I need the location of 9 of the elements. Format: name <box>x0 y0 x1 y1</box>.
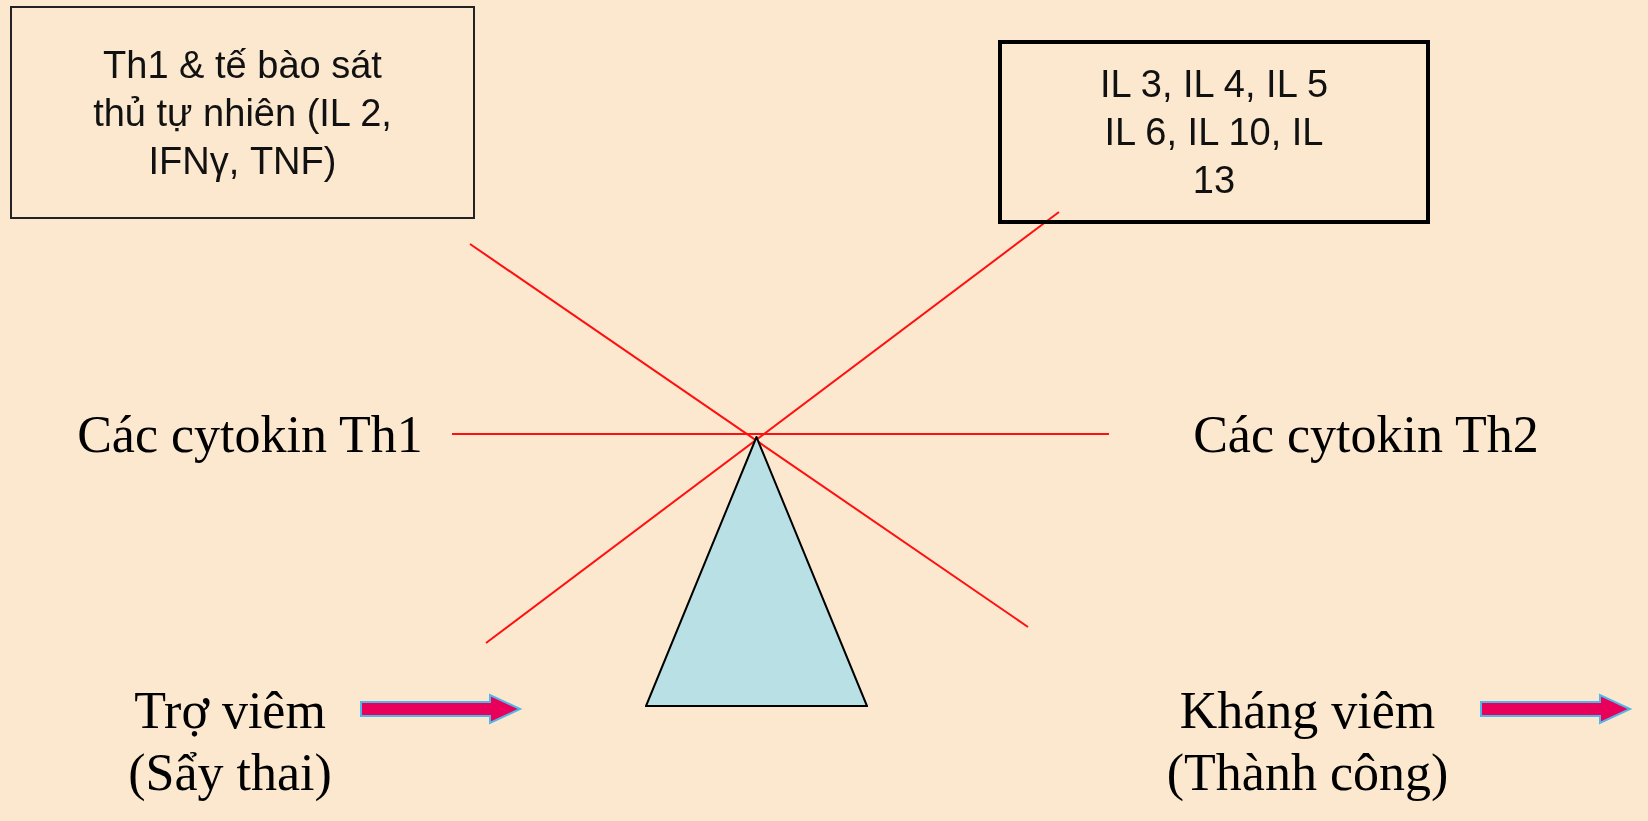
cytokine-box: Th1 & tế bào sát thủ tự nhiên (IL 2, IFNγ, TNF) <box>10 6 475 219</box>
outcome-label: Kháng viêm (Thành công) <box>1140 677 1475 807</box>
block-arrow <box>1480 693 1633 725</box>
group-label: Các cytokin Th1 <box>30 400 470 470</box>
outcome-label: Trợ viêm (Sẩy thai) <box>105 677 355 807</box>
block-arrow <box>360 693 523 725</box>
fulcrum-triangle <box>645 436 868 707</box>
cytokine-box: IL 3, IL 4, IL 5 IL 6, IL 10, IL 13 <box>998 40 1430 224</box>
group-label: Các cytokin Th2 <box>1146 400 1586 470</box>
